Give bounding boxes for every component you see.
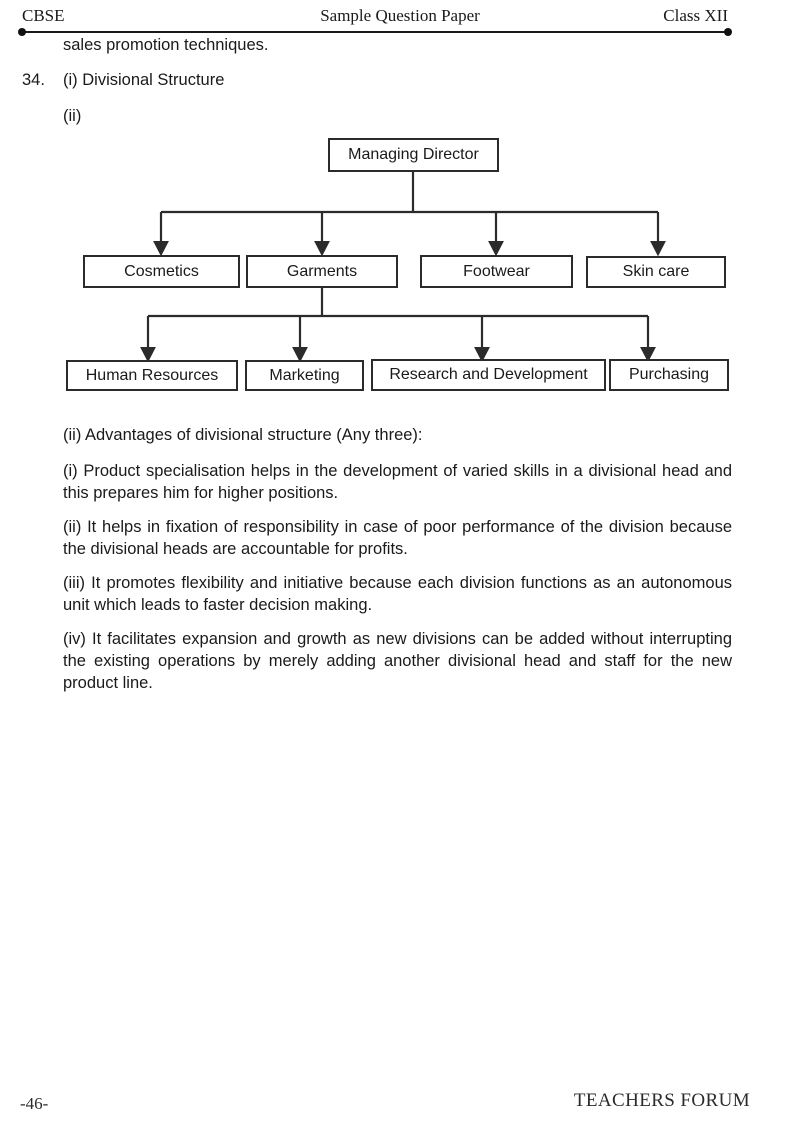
org-chart-connectors — [140, 172, 666, 363]
header-center-title: Sample Question Paper — [320, 6, 480, 25]
advantages-heading: (ii) Advantages of divisional structure … — [63, 426, 423, 444]
question-item-i: (i) Divisional Structure — [63, 71, 225, 89]
advantage-paragraph-iv: (iv) It facilitates expansion and growth… — [63, 630, 732, 692]
runon-text: sales promotion techniques. — [63, 36, 269, 54]
header-rule-dot-right — [724, 28, 732, 36]
org-node-label: Research and Development — [389, 366, 588, 383]
footer-brand: TEACHERS FORUM — [573, 1090, 750, 1111]
org-node-label: Cosmetics — [124, 262, 199, 280]
org-node-label: Purchasing — [628, 366, 710, 383]
org-node-label: Marketing — [269, 366, 340, 384]
org-node-cosmetics[interactable]: Cosmetics — [83, 255, 240, 288]
advantage-paragraph-i: (i) Product specialisation helps in the … — [63, 462, 732, 502]
header-rule-dot-left — [18, 28, 26, 36]
org-node-purchasing[interactable]: Purchasing — [609, 359, 729, 391]
org-node-label: Garments — [286, 262, 358, 280]
org-node-human-resources[interactable]: Human Resources — [66, 360, 238, 391]
footer-page-number: -46- — [20, 1094, 49, 1113]
org-node-research-and-development[interactable]: Research and Development — [371, 359, 606, 391]
header-left-label: CBSE — [22, 6, 65, 25]
question-number: 34. — [22, 71, 45, 89]
advantage-paragraph-iii: (iii) It promotes flexibility and initia… — [63, 574, 732, 614]
org-node-label: Skin care — [622, 263, 690, 280]
org-node-footwear[interactable]: Footwear — [420, 255, 573, 288]
org-node-marketing[interactable]: Marketing — [245, 360, 364, 391]
header-right-label: Class XII — [663, 6, 728, 25]
org-node-garments[interactable]: Garments — [246, 255, 398, 288]
page-header: CBSE Sample Question Paper Class XII — [0, 0, 800, 40]
header-rule — [22, 31, 728, 33]
advantage-paragraph-ii: (ii) It helps in fixation of responsibil… — [63, 518, 732, 558]
org-node-label: Human Resources — [85, 366, 219, 384]
divisional-structure-org-chart: Managing Director Cosmetics Garments Foo… — [0, 130, 800, 400]
org-node-managing-director[interactable]: Managing Director — [328, 138, 499, 172]
org-node-label: Managing Director — [348, 146, 479, 163]
question-item-ii: (ii) — [63, 107, 82, 125]
org-node-label: Footwear — [463, 262, 530, 280]
org-node-skin-care[interactable]: Skin care — [586, 256, 726, 288]
